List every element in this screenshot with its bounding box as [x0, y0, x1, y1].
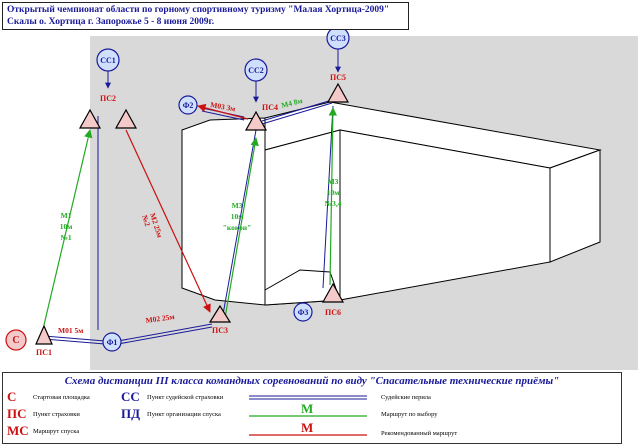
- green-routes: [43, 107, 338, 326]
- f1-circle: [102, 332, 122, 352]
- legend-symbol-pd: ПД: [121, 406, 141, 421]
- legend-title: Схема дистанции III класса командных сор…: [64, 375, 560, 387]
- route-m03-label: М03 3м: [210, 100, 236, 113]
- route-m1-label-1: М1: [61, 211, 72, 220]
- ps4-label: ПС4: [262, 103, 278, 112]
- route-m3b-label-3: №3,4: [325, 199, 342, 208]
- route-m3a-label-3: "кокон": [223, 223, 252, 232]
- legend-text-ms: Маршрут спуска: [33, 428, 80, 435]
- route-m3b-label-1: М3: [328, 177, 339, 186]
- start-label: С: [12, 335, 19, 346]
- legend-text-ps: Пункт страховки: [33, 411, 80, 418]
- header-line-2: Скалы о. Хортица г. Запорожье 5 - 8 июня…: [7, 17, 215, 27]
- ss2-label: СС2: [248, 66, 264, 75]
- ss3-label: СС3: [330, 34, 346, 43]
- judge-ropes: [43, 46, 341, 345]
- legend-recommended-route-line: [249, 434, 367, 436]
- route-m01-label: М01 5м: [58, 326, 83, 335]
- route-m1-label-3: №1: [60, 233, 72, 242]
- route-m1-label-2: 10м: [60, 222, 73, 231]
- legend-symbol-ms: МС: [7, 423, 29, 438]
- route-m3b-label-2: 10м: [327, 188, 340, 197]
- f2-circle: [178, 95, 198, 115]
- legend-text-judge-rope: Судейские перила: [381, 394, 431, 401]
- legend-symbol-ss: СС: [121, 389, 140, 404]
- ps2-triangle-b: [114, 108, 138, 129]
- ps1-label: ПС1: [36, 348, 52, 357]
- legend-choice-route-line: [249, 415, 367, 417]
- ps5-triangle: [326, 82, 350, 103]
- route-m02-label: М02 25м: [145, 312, 175, 325]
- f3-label: Ф3: [298, 308, 309, 317]
- legend-recommended-route-symbol: М: [301, 420, 314, 435]
- ps5-label: ПС5: [330, 73, 346, 82]
- legend-symbol-ps: ПС: [7, 406, 27, 421]
- ps2-triangle-a: [78, 108, 102, 129]
- f1-label: Ф1: [107, 338, 118, 347]
- route-m3a-label-2: 10м: [231, 212, 244, 221]
- ps3-triangle: [208, 304, 232, 323]
- ps1-triangle: [35, 324, 53, 345]
- ps6-triangle: [321, 282, 345, 303]
- ps4-triangle: [244, 110, 268, 131]
- f3-circle: [293, 302, 313, 322]
- legend-choice-route-symbol: М: [301, 401, 314, 416]
- route-m3a-label-1: М3: [232, 201, 243, 210]
- ss1-label: СС1: [100, 56, 116, 65]
- legend-symbol-start: С: [7, 389, 17, 404]
- header-line-1: Открытый чемпионат области по горному сп…: [7, 5, 390, 15]
- circle-nodes: [5, 26, 350, 352]
- red-routes: [125, 103, 249, 313]
- f2-label: Ф2: [183, 101, 194, 110]
- legend-text-start: Стартовая площадка: [33, 394, 90, 401]
- start-circle: [5, 329, 27, 351]
- legend-box: Схема дистанции III класса командных сор…: [2, 372, 622, 444]
- ps2-label: ПС2: [100, 94, 116, 103]
- legend-text-ss: Пункт судейской страховки: [147, 394, 224, 401]
- legend-text-recommended-route: Рекомендованный маршрут: [381, 430, 458, 437]
- ps3-label: ПС3: [212, 326, 228, 335]
- ps6-label: ПС6: [325, 308, 341, 317]
- legend-text-choice-route: Маршрут по выбору: [381, 411, 438, 418]
- legend-text-pd: Пункт организации спуска: [147, 411, 221, 418]
- ss2-circle: [244, 58, 268, 82]
- ss1-circle: [96, 48, 120, 72]
- header-box: Открытый чемпионат области по горному сп…: [2, 2, 409, 30]
- legend-judge-rope-sample: [249, 395, 367, 400]
- ps-triangles: [35, 82, 350, 345]
- route-m2-label-2: №2: [140, 214, 152, 228]
